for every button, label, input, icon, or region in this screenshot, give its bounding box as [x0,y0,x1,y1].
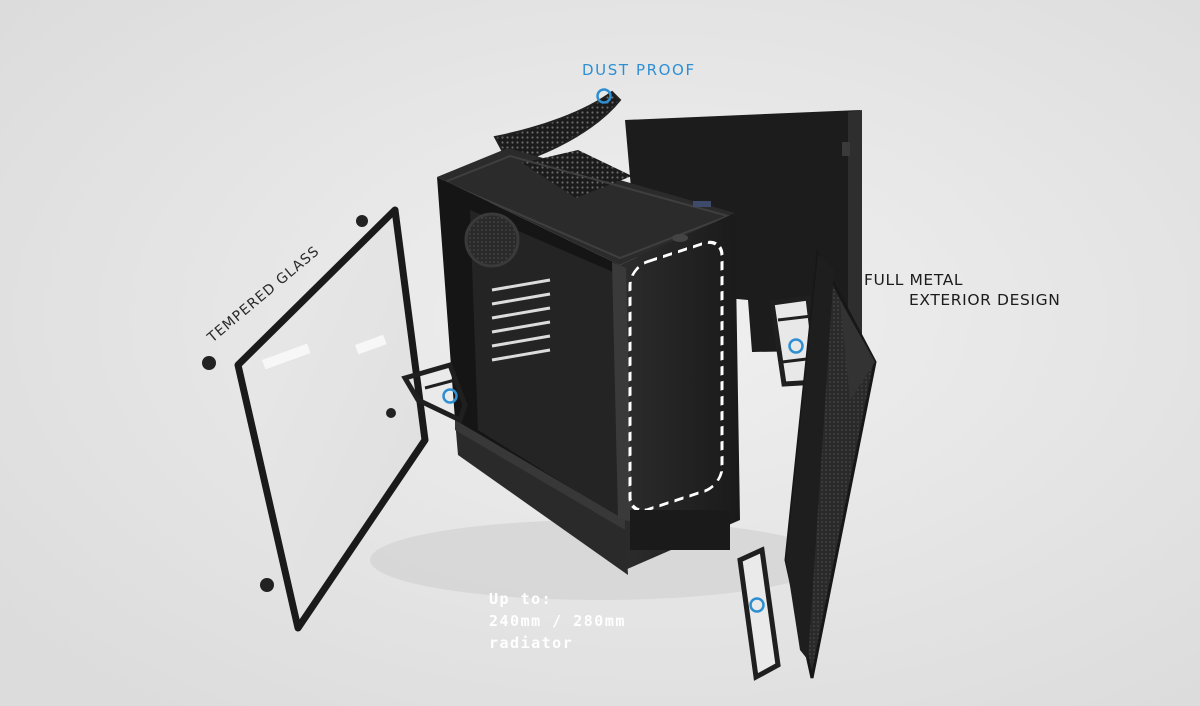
radiator-label-line2: 240mm / 280mm [489,612,626,630]
bottom-front-filter [737,546,781,681]
tempered-glass-panel [202,206,429,632]
front-metal-panel [784,248,877,679]
marker-ring-icon [749,597,765,613]
radiator-label-line3: radiator [489,634,574,652]
pc-case-chassis [437,148,740,575]
marker-ring-icon [442,388,458,404]
dust-proof-label: DUST PROOF [582,61,696,79]
top-dust-filter [493,90,622,167]
marker-ring-icon [788,338,804,354]
marker-ring-icon [596,88,612,104]
bottom-dust-filter [401,361,468,424]
exterior-design-label: EXTERIOR DESIGN [909,291,1061,309]
callout-markers [442,88,804,613]
full-metal-label: FULL METAL [864,271,964,289]
radiator-label-line1: Up to: [489,590,553,608]
